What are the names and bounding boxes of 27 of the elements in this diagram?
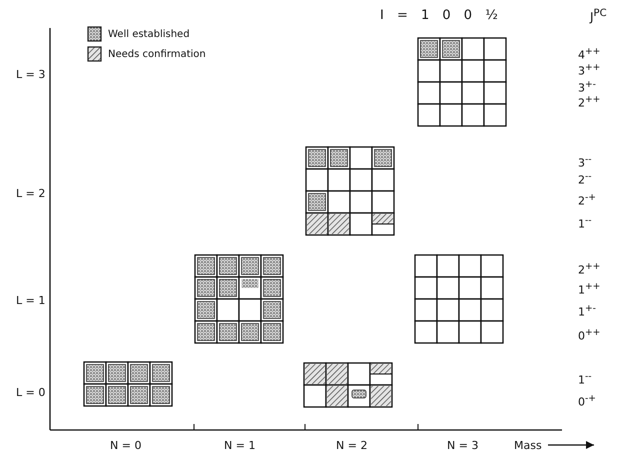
axis-label: L = 1 [16,294,46,307]
quantum-number-label: 3$^{+-}$ [578,78,596,95]
legend-label: Needs confirmation [108,48,206,61]
quantum-number-label: 3$^{--}$ [578,153,592,170]
quantum-number-label: 1$^{--}$ [578,214,592,231]
quantum-number-label: 2$^{-+}$ [578,191,596,208]
axis-label: L = 2 [16,187,46,200]
quantum-number-label: 1$^{+-}$ [578,302,596,319]
axis-label: L = 3 [16,68,46,81]
axis-title: J$^{PC}$ [590,7,607,24]
quantum-number-label: 2$^{++}$ [578,93,600,110]
quantum-number-label: 2$^{--}$ [578,170,592,187]
quantum-number-label: 4$^{++}$ [578,45,600,62]
quantum-number-label: 3$^{++}$ [578,61,600,78]
legend-label: Well established [108,28,190,41]
quantum-number-label: 1$^{++}$ [578,280,600,297]
axis-label: N = 2 [336,439,368,452]
axis-label: N = 1 [224,439,256,452]
axis-title: Mass [514,439,542,452]
quantum-number-label: 0$^{++}$ [578,326,600,343]
isospin-header: I = 1 0 0 ½ [380,9,498,22]
quantum-number-label: 1$^{--}$ [578,370,592,387]
axis-label: N = 3 [447,439,478,452]
axis-label: L = 0 [16,386,46,399]
quantum-number-label: 2$^{++}$ [578,260,600,277]
axis-label: N = 0 [110,439,142,452]
quantum-number-label: 0$^{-+}$ [578,392,596,409]
